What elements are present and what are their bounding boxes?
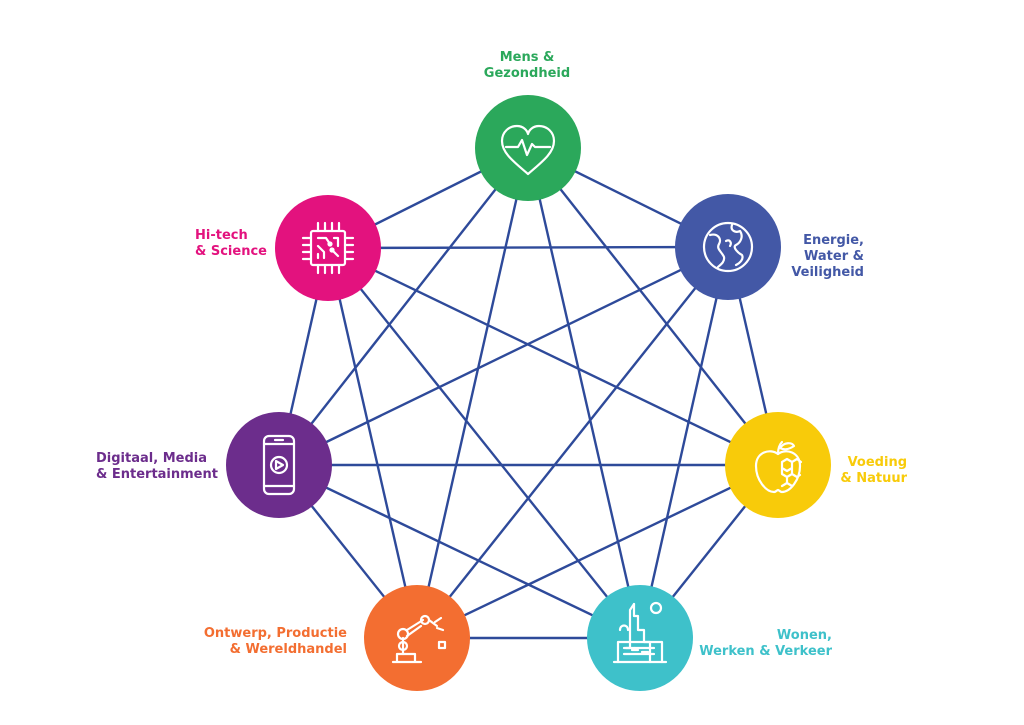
edge-voeding-hitech: [327, 246, 779, 467]
label-mens: Mens & Gezondheid: [483, 50, 571, 81]
node-circle-energie[interactable]: [675, 194, 781, 300]
apple-honeycomb-icon: [754, 440, 803, 494]
robot-arm-icon: [391, 614, 447, 664]
globe-icon: [702, 221, 754, 273]
heart-pulse-icon: [500, 124, 556, 176]
edge-energie-digitaal: [278, 245, 729, 467]
edge-ontwerp-hitech: [326, 247, 419, 639]
label-hitech: Hi-tech & Science: [195, 228, 267, 259]
label-wonen: Wonen, Werken & Verkeer: [699, 628, 832, 659]
edge-energie-hitech: [327, 245, 729, 250]
edge-mens-voeding: [527, 147, 779, 466]
edge-mens-digitaal: [278, 147, 529, 466]
node-circle-hitech[interactable]: [275, 195, 381, 301]
node-circle-digitaal[interactable]: [226, 412, 332, 518]
node-circle-mens[interactable]: [475, 95, 581, 201]
node-circles: [226, 95, 831, 691]
edge-mens-wonen: [526, 147, 642, 639]
node-circle-ontwerp[interactable]: [364, 585, 470, 691]
city-skyline-icon: [612, 601, 668, 664]
edge-energie-wonen: [638, 246, 730, 639]
label-ontwerp: Ontwerp, Productie & Wereldhandel: [203, 626, 347, 657]
edge-wonen-hitech: [327, 247, 641, 639]
node-circle-wonen[interactable]: [587, 585, 693, 691]
microchip-icon: [301, 221, 355, 275]
smartphone-play-icon: [262, 434, 296, 496]
edge-mens-ontwerp: [415, 147, 530, 639]
node-circle-voeding[interactable]: [725, 412, 831, 518]
edge-voeding-ontwerp: [416, 463, 779, 640]
edge-energie-ontwerp: [416, 246, 729, 639]
label-voeding: Voeding & Natuur: [840, 455, 907, 486]
label-digitaal: Digitaal, Media & Entertainment: [96, 451, 218, 482]
edge-wonen-digitaal: [278, 463, 641, 640]
label-energie: Energie, Water & Veiligheid: [791, 233, 864, 280]
